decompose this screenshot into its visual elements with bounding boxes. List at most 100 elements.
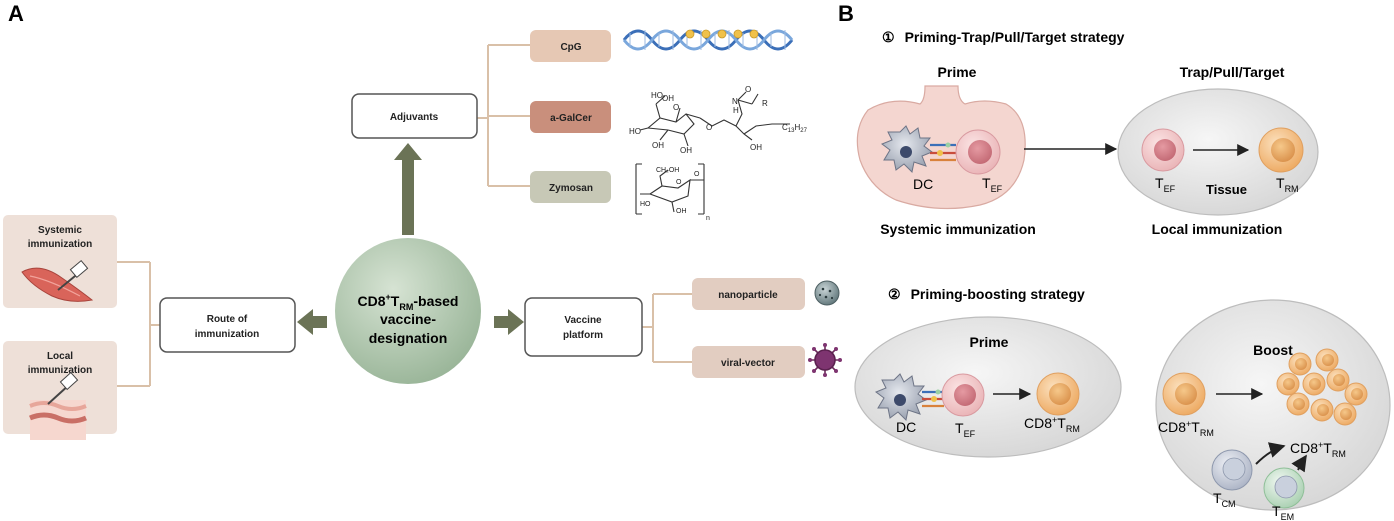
- trm-cell-1: [1258, 127, 1304, 173]
- platform-label-line1: Vaccine: [564, 315, 602, 326]
- galcer-atoms: HO OH HO OH OH O O O N H R OH C13H27: [629, 85, 808, 155]
- center-circle: [335, 238, 481, 384]
- local-label-line1: Local: [47, 351, 73, 362]
- platform-viral-vector: [692, 346, 805, 378]
- galcer-structure-icon: [639, 91, 790, 147]
- dc-label-2: DC: [896, 419, 916, 435]
- platform-label-line2: platform: [563, 330, 603, 341]
- center-title-line1: CD8+TRM-based: [358, 292, 459, 312]
- prime-oval: [854, 316, 1122, 458]
- svg-text:R: R: [762, 99, 768, 108]
- svg-text:OH: OH: [750, 143, 762, 152]
- svg-text:O: O: [676, 179, 682, 186]
- tef-cell-1: [955, 129, 1001, 175]
- svg-text:H: H: [733, 106, 739, 115]
- platform-viral-vector-label: viral-vector: [721, 358, 775, 369]
- nanoparticle-icon: [814, 280, 840, 306]
- platform-nanoparticle-label: nanoparticle: [718, 290, 778, 301]
- route-label-line1: Route of: [207, 314, 248, 325]
- tef-cell-2: [1141, 128, 1185, 172]
- svg-text:O: O: [745, 85, 751, 94]
- svg-text:OH: OH: [652, 141, 664, 150]
- expanded-cd8-cells: [1276, 348, 1368, 426]
- dc-label-1: DC: [913, 176, 933, 192]
- platform-box: [524, 297, 643, 357]
- boost-label: Boost: [1253, 342, 1293, 358]
- zymosan-atoms: CH₂OH O O HO OH n: [640, 167, 710, 222]
- systemic-immunization-label: Systemic immunization: [880, 221, 1036, 237]
- dc-cell-icon-2: [874, 373, 928, 422]
- svg-text:N: N: [732, 97, 738, 106]
- dc-cell-icon: [880, 125, 934, 174]
- adjuvant-galcer-label: a-GalCer: [550, 113, 592, 124]
- svg-text:O: O: [673, 103, 679, 112]
- adjuvant-galcer: [530, 101, 611, 133]
- svg-text:O: O: [706, 123, 712, 132]
- svg-text:CH₂OH: CH₂OH: [656, 167, 679, 174]
- cd8-trm-cell-1: [1036, 372, 1080, 416]
- svg-text:OH: OH: [662, 94, 674, 103]
- arrow-right: [494, 309, 524, 335]
- tem-label: TEM: [1272, 503, 1294, 521]
- systemic-label-line2: immunization: [28, 239, 92, 250]
- platform-nanoparticle: [692, 278, 805, 310]
- local-label-line2: immunization: [28, 365, 92, 376]
- route-label-line2: immunization: [195, 329, 259, 340]
- panel-b-letter: B: [838, 1, 854, 26]
- arrow-left: [297, 309, 327, 335]
- arrow-tem-to-cd8: [1291, 454, 1307, 473]
- svg-text:O: O: [694, 171, 700, 178]
- adjuvant-cpg: [530, 30, 611, 62]
- tef-label-3: TEF: [955, 420, 976, 439]
- arrow-tcm-to-cd8: [1255, 442, 1286, 465]
- svg-text:n: n: [706, 215, 710, 222]
- center-arrows: [297, 143, 524, 335]
- virus-icon: [808, 343, 842, 377]
- svg-text:C13H27: C13H27: [782, 123, 808, 134]
- center-title-line3: designation: [369, 330, 448, 346]
- dna-helix-icon: [622, 29, 794, 51]
- tef-cell-3: [941, 373, 985, 417]
- trm-label-1: TRM: [1276, 175, 1299, 194]
- strategy1-prime-label: Prime: [938, 64, 977, 80]
- strategy2-prime-label: Prime: [970, 334, 1009, 350]
- receptor-bonds-2: [922, 389, 944, 408]
- center-title-line2: vaccine-: [380, 311, 436, 327]
- zymosan-structure-icon: [635, 163, 705, 215]
- cd8-trm-label-3: CD8+TRM: [1290, 440, 1346, 459]
- adjuvant-zymosan: [530, 171, 611, 203]
- systemic-card: [3, 215, 117, 308]
- adjuvants-label: Adjuvants: [390, 112, 439, 123]
- skin-syringe-icon: [29, 371, 87, 440]
- route-box: [159, 297, 296, 353]
- cd8-trm-label-1: CD8+TRM: [1024, 415, 1080, 434]
- panel-a-letter: A: [8, 1, 24, 26]
- tef-label-2: TEF: [1155, 175, 1176, 194]
- local-immunization-label: Local immunization: [1152, 221, 1283, 237]
- adjuvants-box: [351, 93, 478, 139]
- tissue-label: Tissue: [1206, 182, 1247, 197]
- connectors: [117, 44, 692, 387]
- tcm-label: TCM: [1213, 490, 1236, 509]
- systemic-label-line1: Systemic: [38, 225, 82, 236]
- svg-text:HO: HO: [640, 201, 651, 208]
- tem-cell: [1263, 467, 1305, 509]
- lymph-node-shape: [856, 85, 1026, 210]
- adjuvant-cpg-label: CpG: [560, 42, 581, 53]
- arrow-up: [394, 143, 422, 235]
- strategy1-trap-label: Trap/Pull/Target: [1180, 64, 1285, 80]
- tcm-cell: [1211, 449, 1253, 491]
- svg-text:OH: OH: [680, 146, 692, 155]
- cd8-trm-cell-2: [1162, 372, 1206, 416]
- svg-text:OH: OH: [676, 208, 687, 215]
- tef-label-1: TEF: [982, 175, 1003, 194]
- tissue-oval: [1117, 88, 1319, 216]
- svg-text:HO: HO: [629, 127, 641, 136]
- adjuvant-zymosan-label: Zymosan: [549, 183, 593, 194]
- muscle-syringe-icon: [21, 259, 94, 302]
- receptor-bonds: [930, 142, 956, 162]
- svg-text:HO: HO: [651, 91, 663, 100]
